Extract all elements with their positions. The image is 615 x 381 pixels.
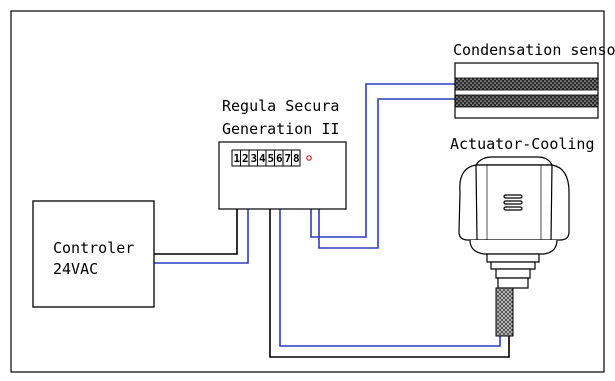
terminal-8: 8 bbox=[293, 152, 300, 165]
regulator-label-line1: Regula Secura bbox=[222, 97, 339, 115]
terminal-block: 1 2 3 4 5 6 7 8 bbox=[231, 149, 301, 167]
terminal-7: 7 bbox=[285, 152, 292, 165]
status-led-icon bbox=[306, 155, 312, 161]
wire-sensor-a bbox=[310, 83, 455, 238]
controller-label-line2: 24VAC bbox=[53, 260, 98, 278]
terminal-4: 4 bbox=[259, 152, 266, 165]
condensation-sensor: Condensation sensor bbox=[453, 41, 615, 119]
terminal-2: 2 bbox=[242, 152, 249, 165]
wire-sensor-b bbox=[318, 98, 455, 249]
controller-label-line1: Controler bbox=[53, 239, 134, 257]
terminal-1: 1 bbox=[234, 152, 241, 165]
sensor-strip-top bbox=[454, 77, 599, 91]
actuator-cooling: Actuator-Cooling bbox=[450, 135, 595, 337]
regulator-box: Regula Secura Generation II 1 2 3 4 5 6 … bbox=[218, 97, 347, 210]
terminal-6: 6 bbox=[276, 152, 283, 165]
actuator-cable bbox=[495, 287, 514, 337]
actuator-label: Actuator-Cooling bbox=[450, 135, 595, 153]
terminal-5: 5 bbox=[268, 152, 275, 165]
actuator-icon bbox=[458, 156, 570, 289]
sensor-label: Condensation sensor bbox=[453, 41, 615, 59]
controller-box: Controler 24VAC bbox=[32, 200, 155, 308]
regulator-label-line2: Generation II bbox=[222, 120, 339, 138]
terminal-3: 3 bbox=[251, 152, 258, 165]
wire-actuator-b bbox=[279, 167, 501, 347]
drawing-frame bbox=[10, 10, 605, 373]
sensor-strip-bottom bbox=[454, 94, 599, 108]
wire-actuator-a bbox=[269, 167, 510, 358]
